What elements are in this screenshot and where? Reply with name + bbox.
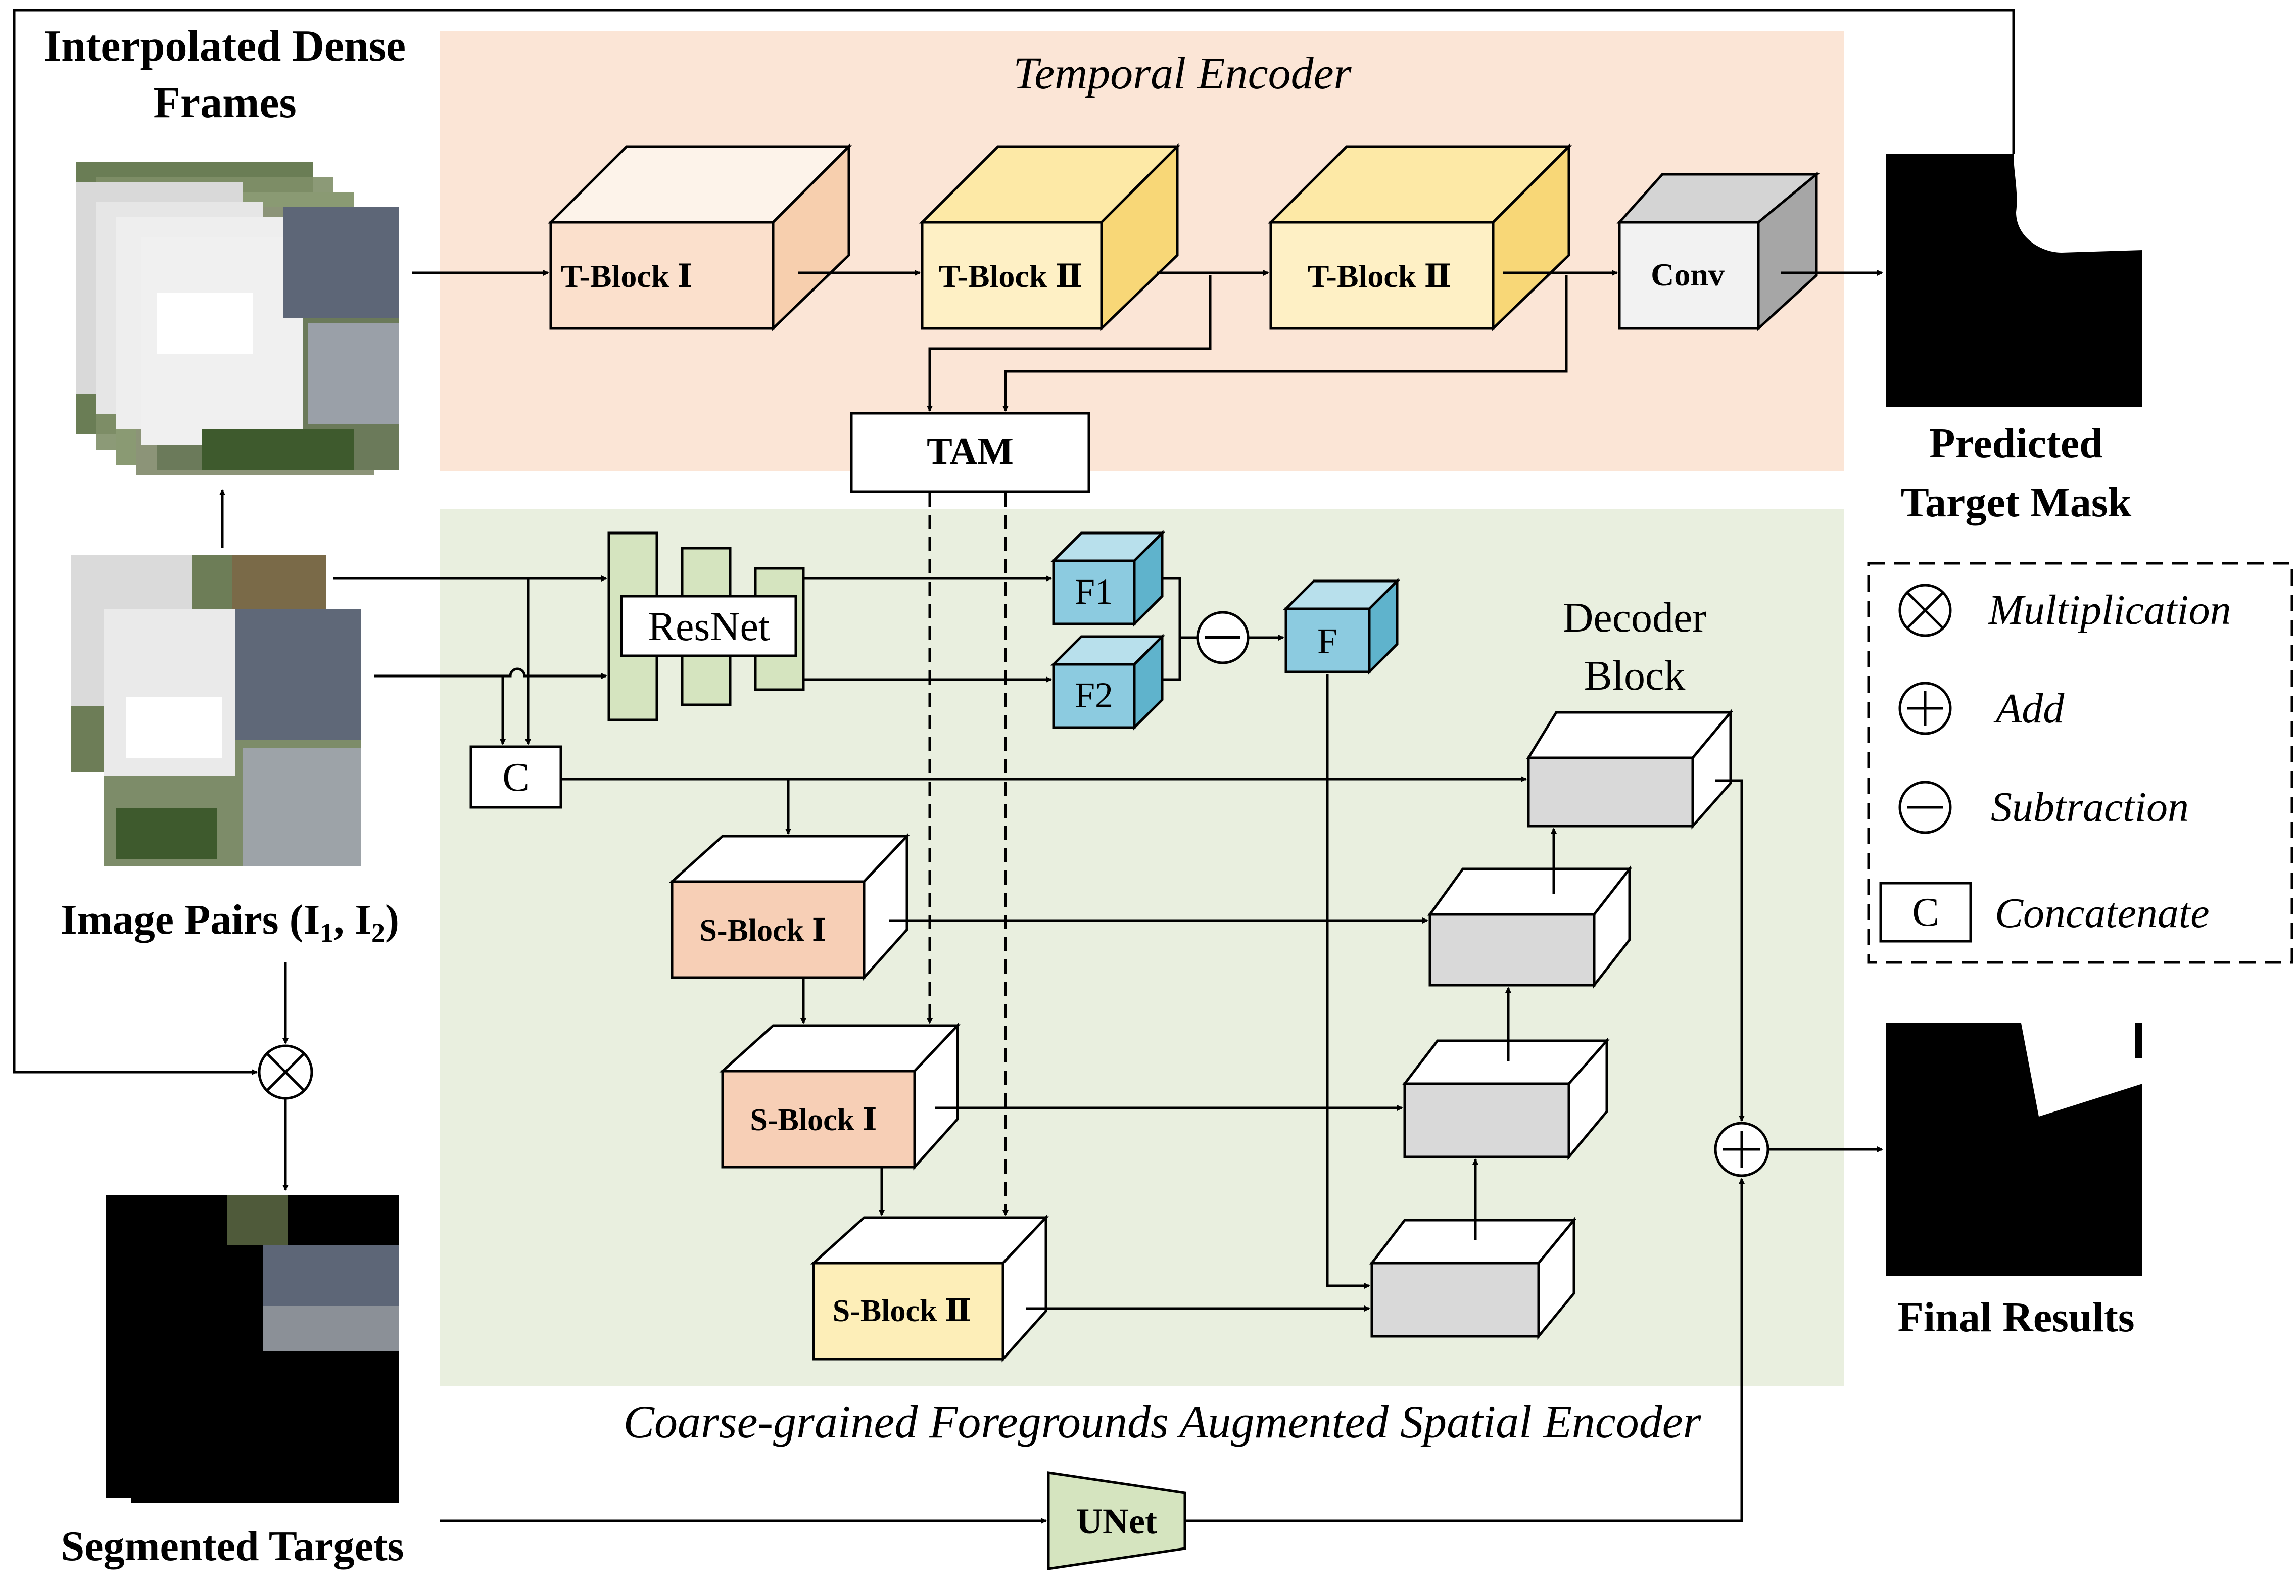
- interpolated-frames-stack: [76, 162, 399, 475]
- tam-box: [850, 412, 1090, 493]
- image-pairs-title: Image Pairs (I1, I2): [61, 896, 399, 948]
- feature-f2: F2: [1050, 633, 1166, 731]
- s-block-1a: S-Block Ⅰ: [668, 833, 910, 981]
- legend: Multiplication Add Subtraction C Concate…: [1867, 562, 2293, 964]
- final-results-image: [1886, 1023, 2142, 1276]
- t-block-2a: T-Block Ⅱ: [919, 143, 1181, 331]
- concatenate-icon: [1879, 882, 1972, 943]
- legend-multiplication-label: Multiplication: [1988, 587, 2231, 634]
- multiplication-icon: [1898, 584, 1952, 637]
- decoder-block-1: [1369, 1217, 1577, 1340]
- multiplication-op: [258, 1044, 313, 1100]
- feature-f2-label: F2: [1075, 675, 1113, 715]
- unet-block: UNet: [1047, 1471, 1186, 1570]
- feature-f: F: [1282, 577, 1401, 675]
- predicted-mask-title-line1: Predicted: [1929, 420, 2103, 467]
- temporal-encoder-title: Temporal Encoder: [1013, 49, 1352, 99]
- spatial-encoder-title: Coarse-grained Foregrounds Augmented Spa…: [624, 1396, 1702, 1447]
- s-block-1a-label: S-Block Ⅰ: [699, 913, 826, 948]
- concat-box: [469, 745, 562, 809]
- feature-f-label: F: [1317, 621, 1337, 661]
- decoder-title-line1: Decoder: [1563, 594, 1707, 641]
- interpolated-frames-title-line1: Interpolated Dense: [44, 22, 406, 71]
- add-icon: [1898, 682, 1952, 735]
- legend-concatenate-symbol: C: [1912, 890, 1939, 935]
- conv-block: Conv: [1616, 171, 1820, 331]
- t-block-2b: T-Block Ⅱ: [1267, 143, 1572, 331]
- t-block-1: T-Block Ⅰ: [547, 143, 852, 331]
- interpolated-frames-title-line2: Frames: [153, 78, 296, 127]
- segmented-targets-stack: [106, 1195, 399, 1503]
- feature-f1-label: F1: [1075, 571, 1113, 612]
- predicted-mask-title-line2: Target Mask: [1901, 479, 2132, 526]
- connectors: [13, 9, 2015, 1524]
- concat-label: C: [502, 755, 529, 800]
- subtraction-icon: [1898, 781, 1952, 834]
- s-block-2: S-Block Ⅱ: [810, 1214, 1049, 1363]
- subtraction-op: [1196, 611, 1250, 664]
- unet-label: UNet: [1076, 1501, 1157, 1541]
- predicted-mask-image: [1886, 154, 2142, 407]
- resnet-label: ResNet: [648, 603, 770, 649]
- final-results-title: Final Results: [1897, 1294, 2134, 1341]
- legend-add-label: Add: [1993, 685, 2065, 732]
- segmented-targets-title: Segmented Targets: [61, 1523, 404, 1570]
- image-pairs-stack: [71, 555, 361, 866]
- decoder-block-3: [1427, 865, 1633, 989]
- conv-block-label: Conv: [1651, 257, 1725, 293]
- legend-subtraction-label: Subtraction: [1991, 784, 2189, 831]
- t-block-2b-label: T-Block Ⅱ: [1308, 258, 1452, 294]
- add-op: [1714, 1122, 1769, 1177]
- t-block-1-label: T-Block Ⅰ: [561, 258, 693, 294]
- tam-label: TAM: [927, 430, 1014, 472]
- feature-f1: F1: [1050, 529, 1166, 627]
- decoder-title-line2: Block: [1584, 652, 1686, 699]
- s-block-2-label: S-Block Ⅱ: [833, 1294, 971, 1328]
- t-block-2a-label: T-Block Ⅱ: [939, 258, 1083, 294]
- legend-concatenate-label: Concatenate: [1995, 890, 2210, 937]
- decoder-block-2: [1402, 1037, 1610, 1160]
- decoder-block-4: [1526, 709, 1734, 830]
- s-block-1b-label: S-Block Ⅰ: [750, 1103, 877, 1137]
- s-block-1b: S-Block Ⅰ: [719, 1022, 961, 1171]
- resnet-backbone: ResNet: [607, 531, 805, 721]
